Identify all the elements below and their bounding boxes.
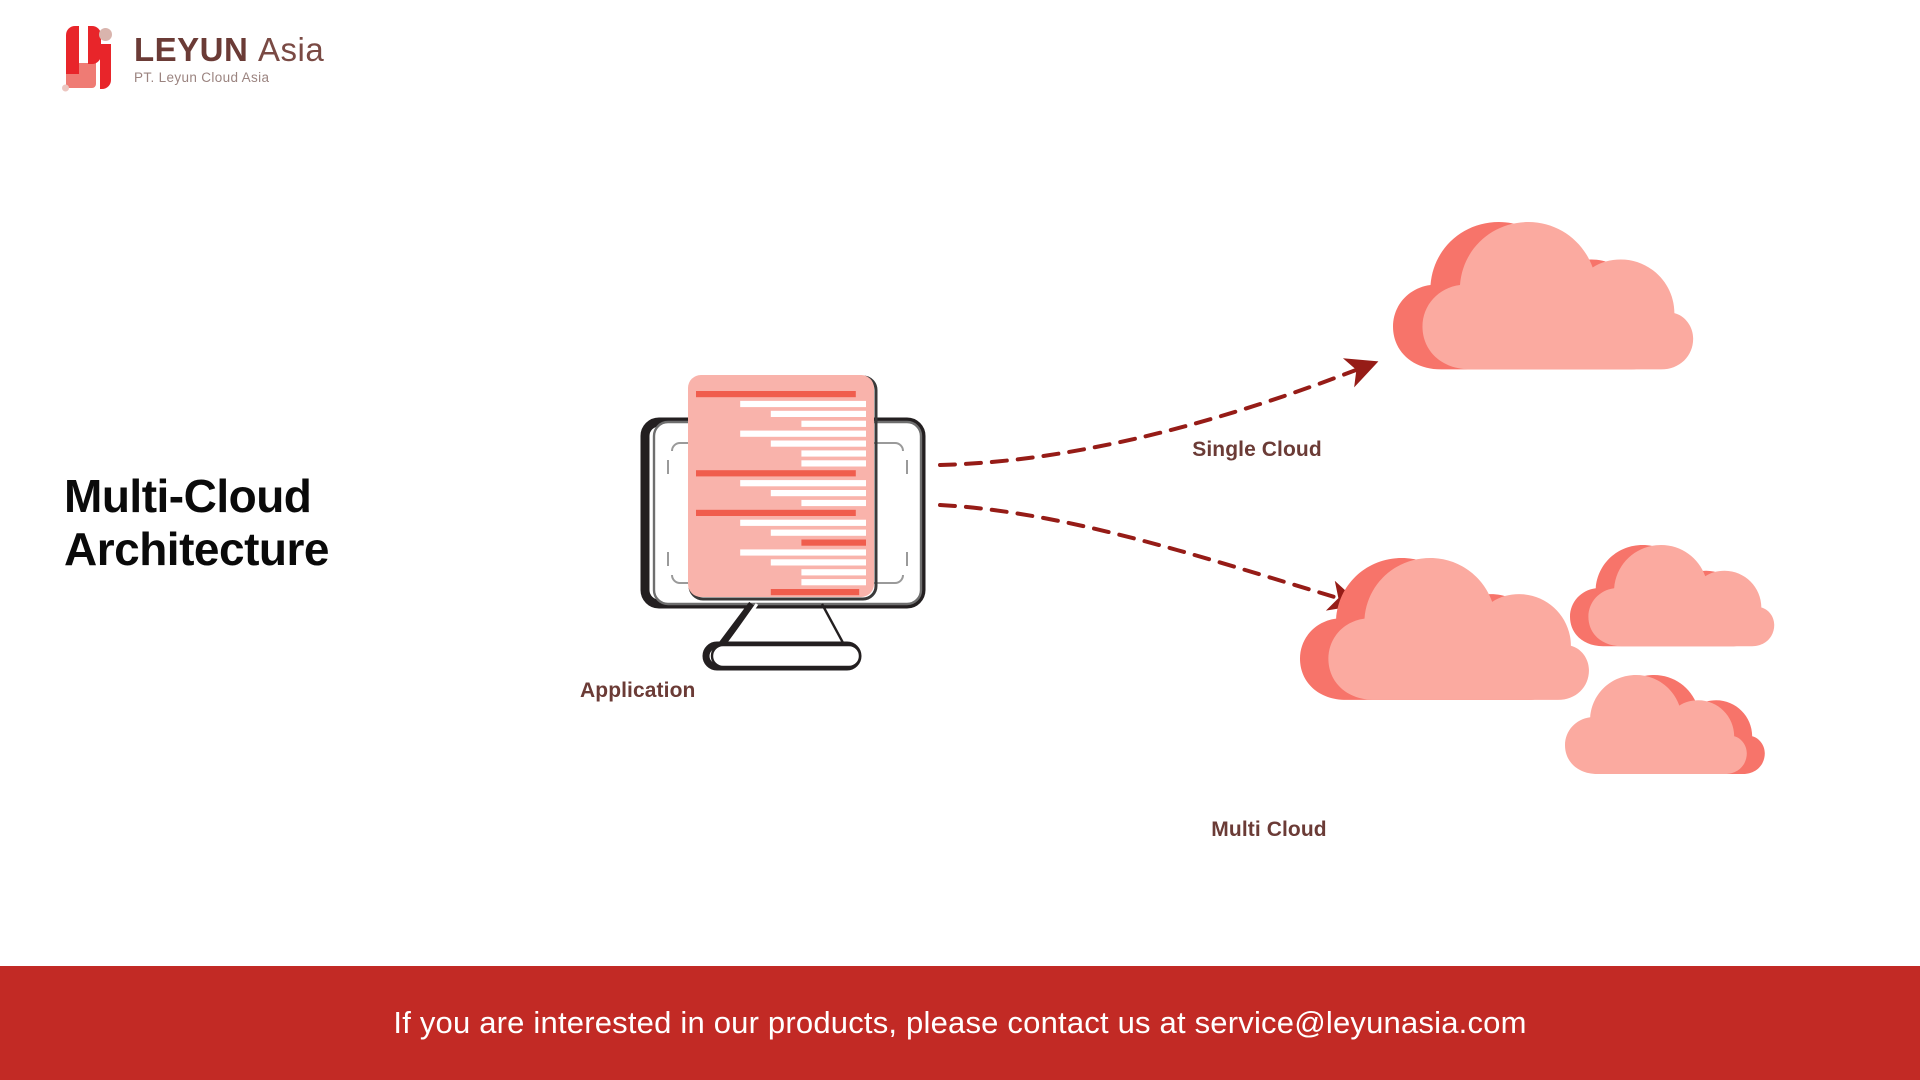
application-label: Application: [580, 679, 696, 702]
logo-wordmark-secondary: Asia: [258, 30, 325, 68]
document-text-line: [801, 450, 866, 457]
brand-logo: LEYUN Asia PT. Leyun Cloud Asia: [62, 26, 324, 92]
logo-text-block: LEYUN Asia PT. Leyun Cloud Asia: [134, 30, 325, 86]
leyun-logo-mark: [62, 26, 120, 92]
document-text-line: [801, 460, 866, 467]
logo-wordmark-primary: LEYUN: [134, 30, 249, 68]
document-text-line: [696, 509, 856, 516]
document-text-line: [770, 490, 866, 497]
cloud-large: [1300, 558, 1589, 700]
document-text-line: [696, 391, 856, 398]
document-text-line: [801, 539, 866, 546]
cloud-upper-right: [1570, 545, 1775, 647]
logo-tagline: PT. Leyun Cloud Asia: [134, 70, 270, 86]
document-text-line: [740, 400, 866, 408]
document-overlay: [688, 375, 878, 601]
single-cloud-label: Single Cloud: [1192, 438, 1322, 461]
document-text-line: [801, 420, 866, 427]
logo-wordmark: LEYUN Asia: [134, 30, 325, 68]
document-text-line: [740, 430, 866, 437]
document-text-line: [770, 529, 866, 536]
document-text-line: [801, 499, 866, 507]
multi-cloud-icon: [1300, 545, 1775, 774]
single-cloud-icon: [1393, 222, 1694, 370]
contact-footer-bar: If you are interested in our products, p…: [0, 966, 1920, 1080]
document-text-line: [696, 470, 856, 477]
document-text-line: [740, 549, 866, 556]
document-text-line: [770, 559, 866, 566]
document-text-line: [740, 480, 866, 487]
document-text-line: [770, 410, 866, 417]
document-text-line: [770, 440, 866, 447]
document-text-line: [740, 519, 866, 526]
arrow-application-to-single-cloud: [938, 358, 1379, 467]
multi-cloud-label: Multi Cloud: [1211, 818, 1327, 841]
cloud-lower-right: [1565, 675, 1765, 774]
arrow-application-to-multi-cloud: [938, 503, 1362, 611]
document-text-line: [801, 569, 866, 576]
document-text-line: [770, 589, 860, 596]
page-title: Multi-Cloud Architecture: [64, 470, 329, 576]
document-text-line: [801, 579, 866, 586]
contact-footer-text: If you are interested in our products, p…: [393, 1005, 1527, 1040]
